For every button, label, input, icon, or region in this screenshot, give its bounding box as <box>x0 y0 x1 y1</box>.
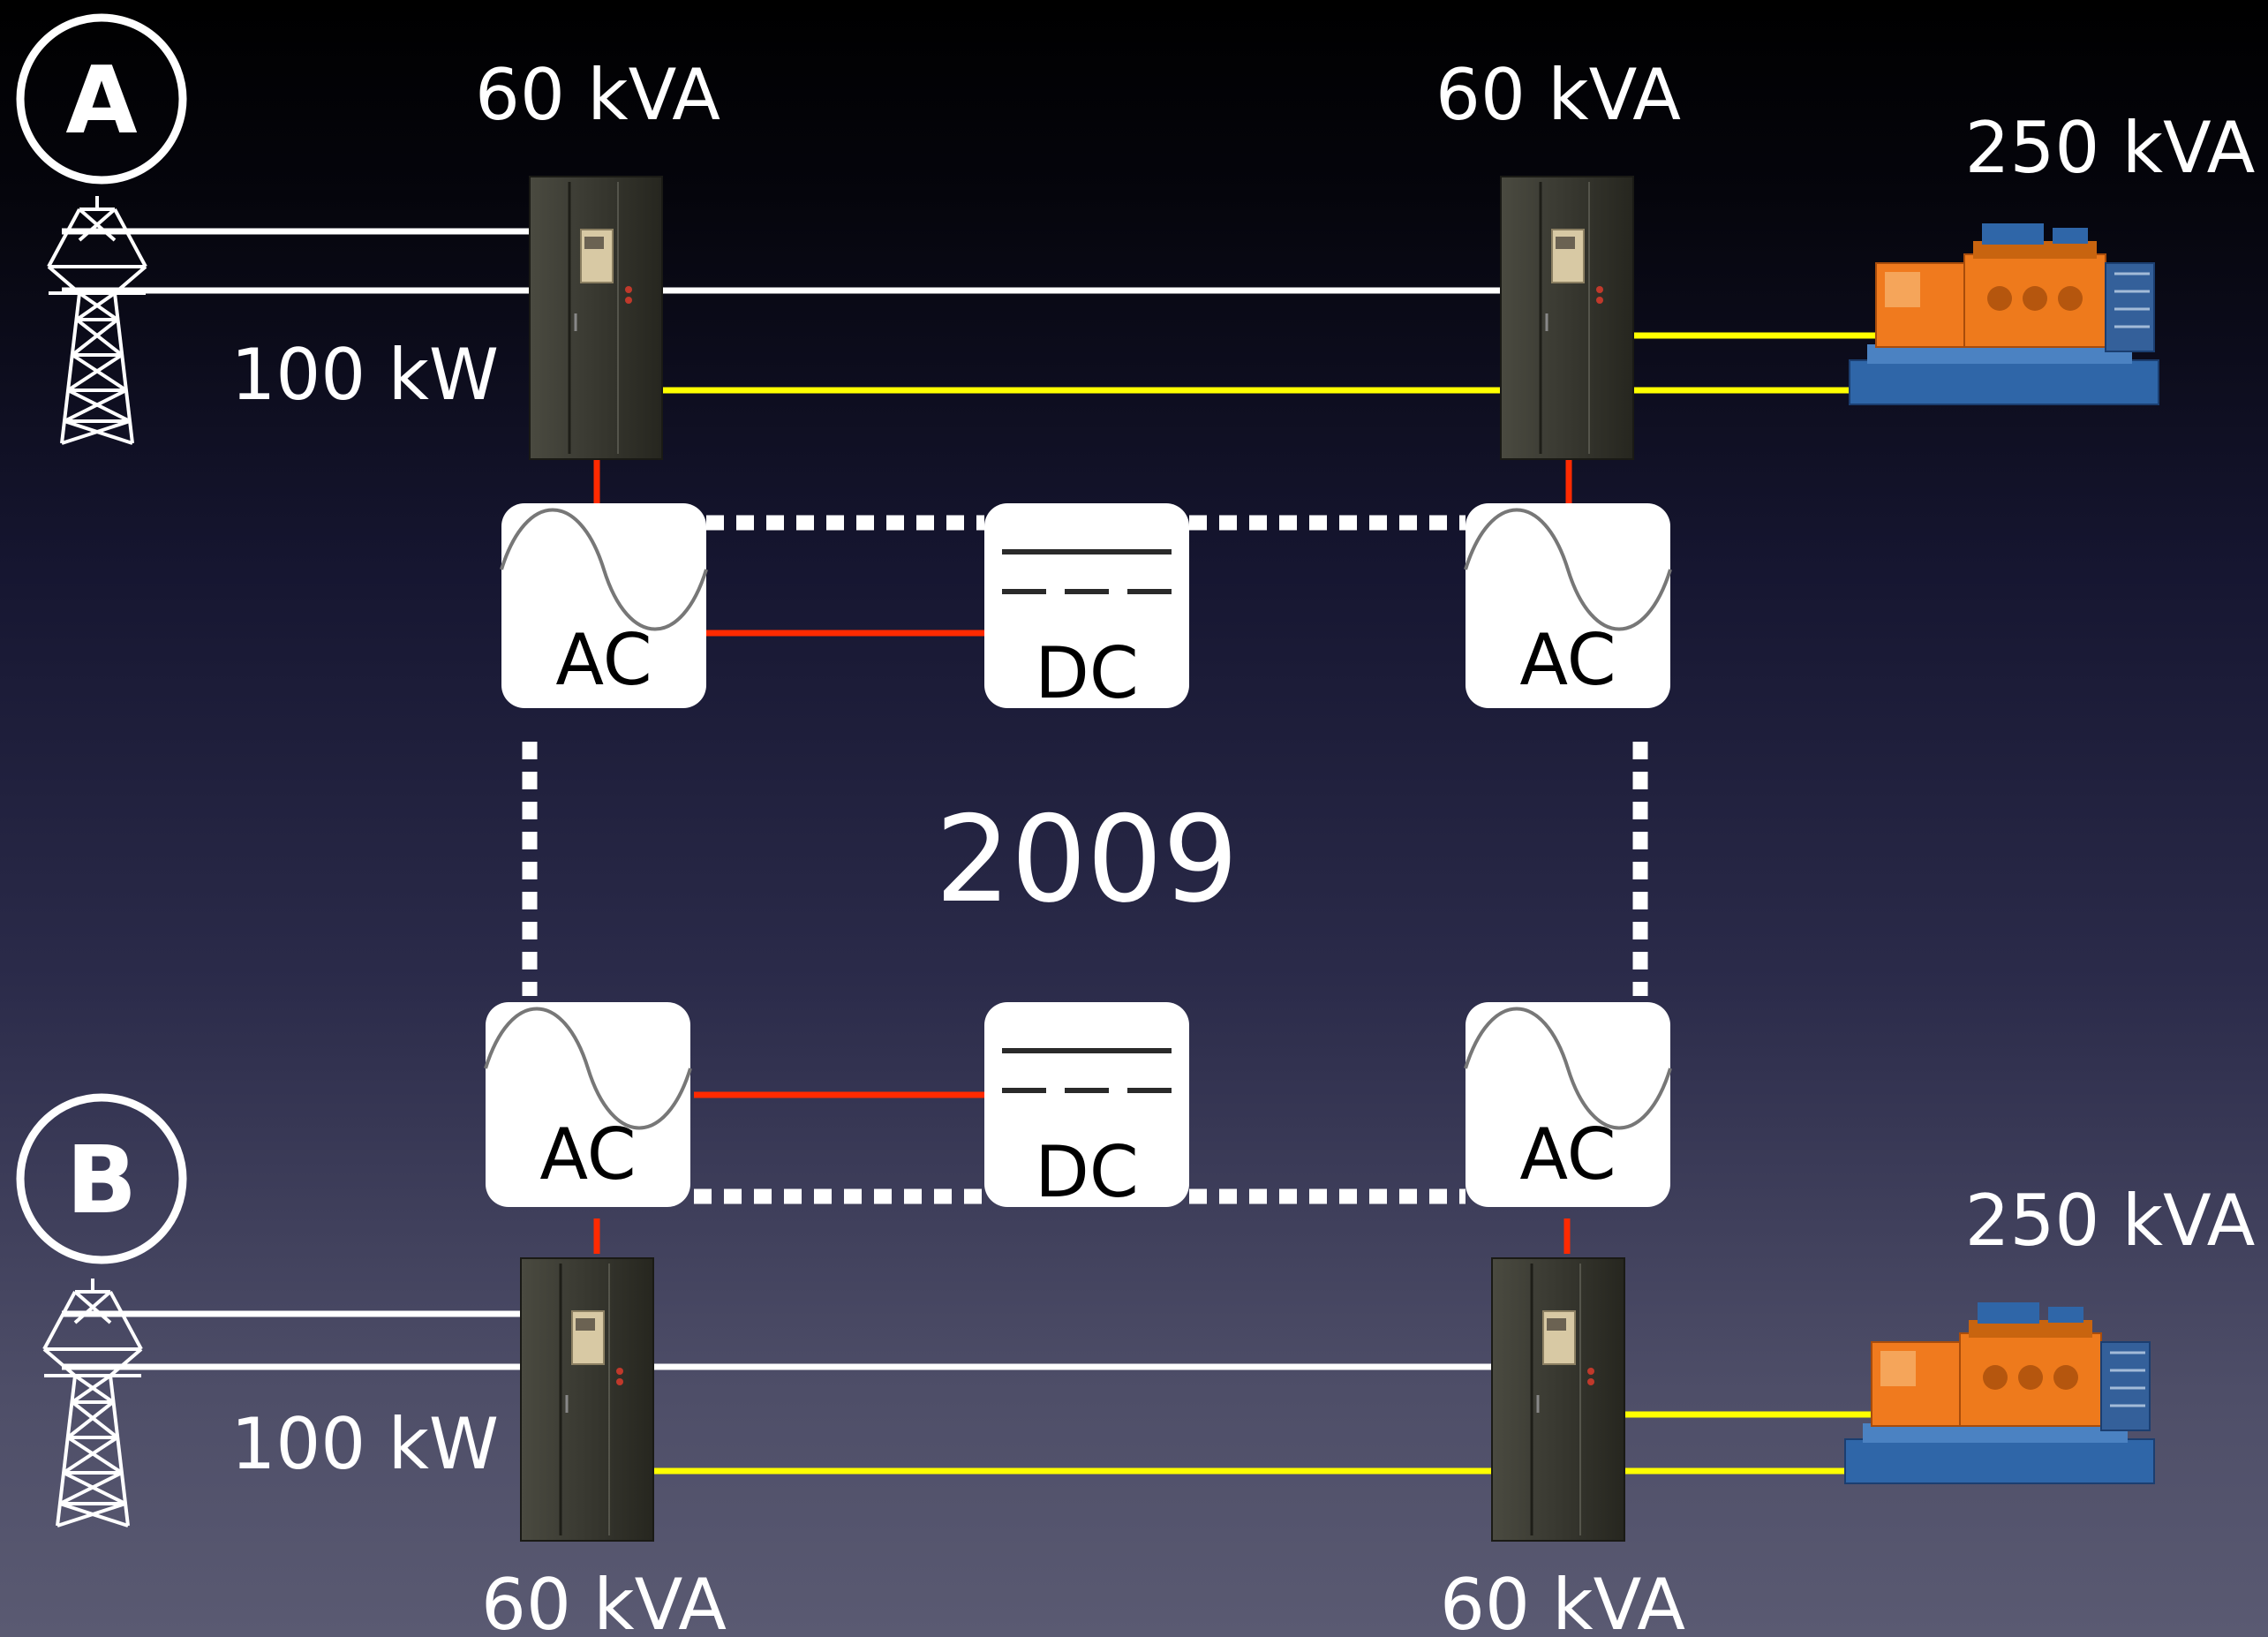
feed-a-badge: A <box>16 13 187 185</box>
ups-cabinet-icon-b-right <box>1490 1256 1626 1543</box>
ups-cabinet-icon-b-left <box>519 1256 655 1543</box>
ups-cabinet-icon-a-left <box>528 175 664 461</box>
feed-b-badge: B <box>16 1093 187 1264</box>
ups-b-right-rating: 60 kVA <box>1440 1564 1685 1637</box>
ups-a-right-rating: 60 kVA <box>1435 54 1681 136</box>
year-label: 2009 <box>935 790 1239 929</box>
converter-label: DC <box>1035 632 1138 714</box>
feed-b-badge-letter: B <box>66 1127 137 1234</box>
feed-a-badge-letter: A <box>65 47 137 155</box>
ups-a-left-rating: 60 kVA <box>475 54 720 136</box>
converter-bottom-left: AC <box>484 1000 692 1209</box>
converter-bottom-mid: DC <box>984 1002 1189 1213</box>
generator-b-rating: 250 kVA <box>1965 1180 2256 1262</box>
feed-a-yellow-lines <box>662 332 1880 394</box>
generator-icon-a <box>1848 222 2160 406</box>
grid-b-power: 100 kW <box>230 1403 499 1485</box>
feed-b-white-lines <box>62 1310 1492 1370</box>
converter-top-left: AC <box>500 502 708 710</box>
red-links <box>593 459 1572 1254</box>
converter-top-mid: DC <box>984 503 1189 714</box>
converter-label: AC <box>1519 619 1616 701</box>
ups-cabinet-icon-a-right <box>1499 175 1635 461</box>
dotted-interconnect <box>522 515 1648 1204</box>
grid-a-power: 100 kW <box>230 334 499 416</box>
converter-label: AC <box>555 619 652 701</box>
converter-bottom-right: AC <box>1464 1000 1672 1209</box>
generator-a-rating: 250 kVA <box>1965 107 2256 189</box>
converter-label: AC <box>1519 1113 1616 1196</box>
ups-b-left-rating: 60 kVA <box>481 1564 727 1637</box>
converter-label: DC <box>1035 1131 1138 1213</box>
feed-b-yellow-lines <box>653 1411 1876 1475</box>
converter-top-right: AC <box>1464 502 1672 710</box>
converter-label: AC <box>539 1113 636 1196</box>
feed-a-white-lines <box>62 228 1501 294</box>
generator-icon-b <box>1843 1301 2156 1485</box>
